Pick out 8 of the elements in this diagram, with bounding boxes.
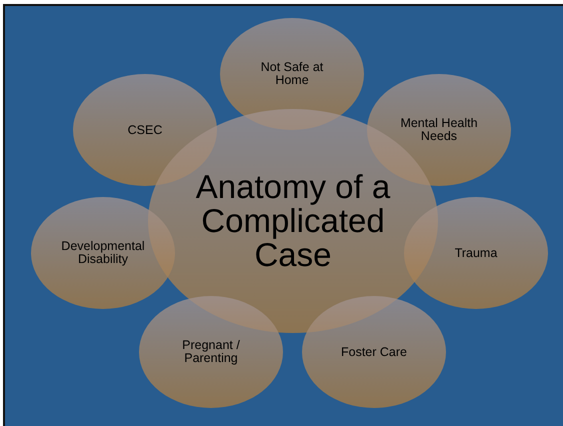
node-label: CSEC [126,124,164,136]
node-label: Developmental Disability [60,240,146,266]
node-label: Foster Care [340,346,408,358]
node-label: Pregnant / Parenting [181,339,241,365]
node-label: Trauma [454,246,498,260]
node-label: Not Safe at Home [260,61,324,87]
center-title: Anatomy of a Complicated Case [194,170,392,272]
node-label: Mental Health Needs [399,117,479,143]
